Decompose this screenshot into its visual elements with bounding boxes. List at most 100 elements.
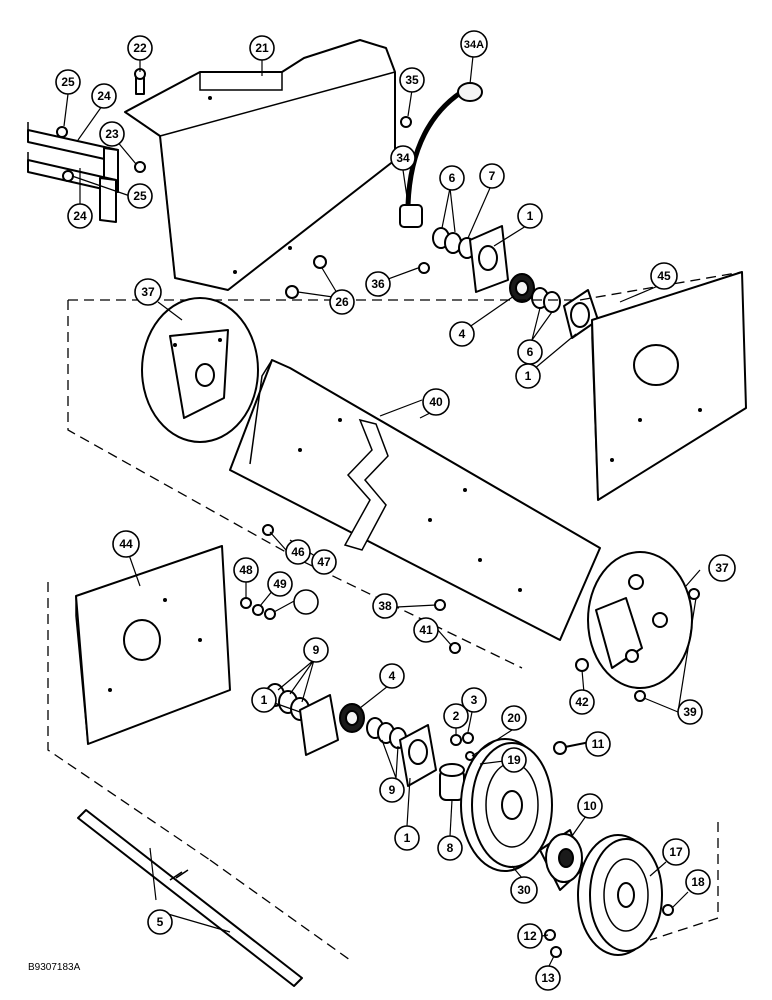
callout-label: 46 [291,545,305,559]
callout-37: 37 [134,278,162,306]
callout-label: 26 [335,295,349,309]
upper-bearing-stack [432,225,599,339]
callout-13: 13 [535,965,561,991]
callout-label: 20 [507,711,521,725]
shield-cover [124,39,396,291]
callout-47: 48 [233,557,259,583]
pulley-small [577,834,663,956]
callout-label: 25 [61,75,75,89]
callout-label: 48 [239,563,253,577]
callout-7: 7 [479,163,505,189]
callout-37: 37 [708,554,736,582]
callout-label: 35 [405,73,419,87]
callout-label: 34 [396,151,410,165]
side-plate-left [75,545,231,745]
callout-label: 19 [507,753,521,767]
callout-label: 45 [657,269,671,283]
bushing [439,763,465,801]
callout-8: 8 [437,835,463,861]
callout-1: 1 [394,825,420,851]
callout-9: 9 [379,777,405,803]
callout-41: 41 [413,617,439,643]
assembly-outline-lower [47,582,719,961]
callout-34: 34 [390,145,416,171]
callout-35: 35 [399,67,425,93]
callout-42: 42 [569,689,595,715]
callout-label: 6 [449,171,456,185]
callout-label: 34A [464,39,484,51]
nuts-26 [285,255,327,299]
callout-4: 4 [379,663,405,689]
callout-36: 36 [365,271,391,297]
callout-26: 26 [329,289,355,315]
callout-label: 18 [691,875,705,889]
side-plate-right [591,271,747,501]
disc-right [587,551,700,702]
callout-17: 17 [662,838,690,866]
hardware-12-13-18 [544,904,674,958]
callout-49 [293,589,319,615]
disc-left [141,297,259,443]
callout-46: 47 [311,549,337,575]
callout-label: 17 [669,845,683,859]
callout-6: 6 [517,339,543,365]
panel-fasteners [262,524,589,672]
callout-label: 39 [683,705,697,719]
callout-23: 23 [99,121,125,147]
callout-label: 3 [471,693,478,707]
callout-label: 2 [453,709,460,723]
assembly-outline-upper [67,271,743,669]
callout-label: 49 [273,577,287,591]
callout-21: 21 [249,35,275,61]
callout-18: 18 [685,869,711,895]
callout-11: 11 [585,731,611,757]
callout-label: 24 [73,209,87,223]
shaft [77,809,303,987]
callout-label: 36 [371,277,385,291]
callout-43: 44 [112,530,140,558]
callout-20: 20 [501,705,527,731]
callout-1: 1 [515,363,541,389]
drawing-reference-code: B9307183A [28,962,81,973]
callout-45: 46 [285,539,311,565]
callout-10: 10 [577,793,603,819]
callout-25: 25 [127,183,153,209]
callout-label: 9 [389,783,396,797]
pulley-large [460,738,553,872]
callout-label: 7 [489,169,496,183]
callout-label: 1 [404,831,411,845]
callout-label: 4 [389,669,396,683]
callout-label: 21 [255,41,269,55]
callout-label: 37 [141,285,155,299]
callout-label: 37 [715,561,729,575]
callout-1: 1 [517,203,543,229]
callout-19: 19 [501,747,527,773]
callout-25: 25 [55,69,81,95]
callout-24: 24 [91,83,117,109]
callout-40: 40 [422,388,450,416]
callout-label: 1 [261,693,268,707]
callout-label: 38 [378,599,392,613]
callout-label: 1 [527,209,534,223]
callout-5: 5 [147,909,173,935]
callout-44: 45 [650,262,678,290]
callout-label: 30 [517,883,531,897]
callout-2: 2 [443,703,469,729]
callout-label: 24 [97,89,111,103]
callout-label: 10 [583,799,597,813]
callout-label: 41 [419,623,433,637]
hub [539,829,585,891]
callout-4: 4 [449,321,475,347]
callout-label: 5 [157,915,164,929]
callout-label: 42 [575,695,589,709]
callout-label: 4 [459,327,466,341]
callout-39: 39 [677,699,703,725]
callout-label: 1 [525,369,532,383]
long-panel [229,359,601,641]
callout-label: 44 [119,537,133,551]
callout-1: 1 [251,687,277,713]
callout-34a: 34A [460,30,488,58]
callout-label: 25 [133,189,147,203]
callout-label: 47 [317,555,331,569]
